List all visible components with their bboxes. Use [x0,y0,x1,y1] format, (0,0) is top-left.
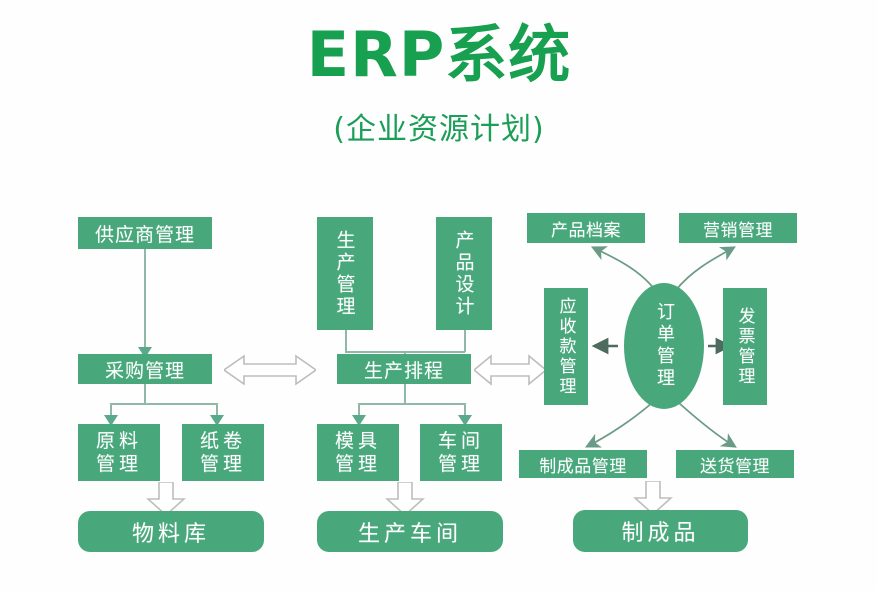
node-delivery-management[interactable]: 送货管理 [676,450,794,478]
curve-order-to-delivery [678,402,737,448]
arrowhead-workshop-management [458,415,472,426]
connector-schedule-to-mold [358,403,360,418]
node-finished-products[interactable]: 制成品 [573,510,748,552]
block-arrow-to-production-workshop [385,482,425,516]
curve-order-to-finished-goods [584,402,653,448]
node-workshop-line2: 管理 [437,452,484,475]
node-paper-roll-line1: 纸卷 [199,430,246,453]
arrowhead-paper-roll [210,415,224,426]
connector-product-design-down [464,330,466,352]
node-mold-line1: 模具 [334,430,381,453]
node-raw-material-management[interactable]: 原料 管理 [78,424,160,481]
page-title: ERP系统 [306,18,572,91]
connector-schedule-stem [404,384,406,404]
node-raw-material-line2: 管理 [95,452,142,475]
node-mold-line2: 管理 [334,452,381,475]
double-arrow-purchase-to-schedule [224,354,316,386]
node-order-management[interactable]: 订单管理 [624,283,704,409]
connector-purchase-bus [110,403,217,405]
arrowhead-supplier-to-purchase [138,347,152,358]
node-finished-goods-management[interactable]: 制成品管理 [519,450,647,478]
node-paper-roll-management[interactable]: 纸卷 管理 [182,424,264,481]
curve-order-to-product-archive [590,246,656,291]
node-mold-management[interactable]: 模具 管理 [317,424,399,481]
connector-schedule-to-workshop [464,403,466,418]
connector-purchase-stem [144,384,146,404]
node-workshop-line1: 车间 [437,430,484,453]
double-arrow-schedule-to-orders [474,354,546,386]
node-product-design[interactable]: 产品设计 [436,217,492,330]
node-workshop-management[interactable]: 车间 管理 [420,424,502,481]
connector-supplier-to-purchase [144,249,146,348]
connector-schedule-bus [358,403,465,405]
node-invoice-management[interactable]: 发票管理 [723,288,767,405]
node-marketing-management[interactable]: 营销管理 [679,213,797,243]
block-arrow-to-finished-products [633,481,673,515]
page-subtitle: (企业资源计划) [333,112,545,147]
curve-order-to-marketing [675,246,736,291]
arrowhead-raw-material [104,415,118,426]
node-receivables-management[interactable]: 应收款管理 [544,288,588,405]
node-purchase-management[interactable]: 采购管理 [78,354,212,384]
node-production-workshop[interactable]: 生产车间 [317,511,503,552]
node-product-archive[interactable]: 产品档案 [527,213,645,243]
arrowhead-mold-management [352,415,366,426]
node-supplier-management[interactable]: 供应商管理 [78,217,212,249]
node-raw-material-line1: 原料 [95,430,142,453]
connector-purchase-to-raw [110,403,112,418]
node-paper-roll-line2: 管理 [199,452,246,475]
node-production-schedule[interactable]: 生产排程 [337,354,471,384]
connector-production-mgmt-down [345,330,347,352]
node-production-management[interactable]: 生产管理 [317,217,373,330]
block-arrow-to-material-warehouse [146,482,186,516]
connector-purchase-to-paper [216,403,218,418]
node-material-warehouse[interactable]: 物料库 [78,511,264,552]
